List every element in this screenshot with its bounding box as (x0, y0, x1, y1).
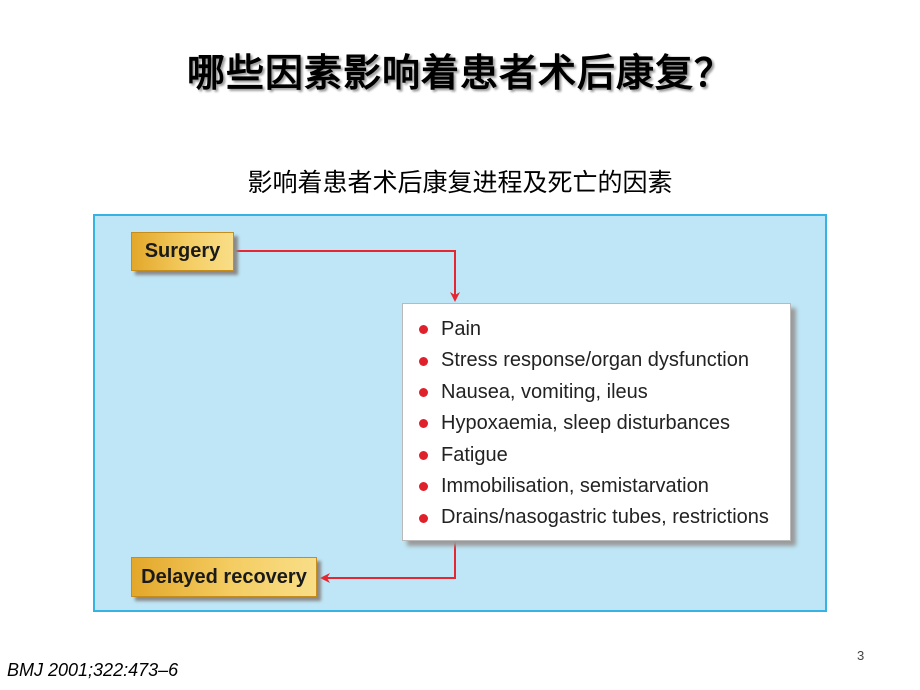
page-number: 3 (857, 648, 865, 663)
factor-item: Drains/nasogastric tubes, restrictions (419, 502, 790, 533)
factor-text: Pain (441, 318, 482, 340)
factors-list: Pain Stress response/organ dysfunction N… (419, 314, 790, 534)
bullet-icon (419, 513, 428, 523)
factor-text: Stress response/organ dysfunction (441, 349, 749, 372)
surgery-box: Surgery (131, 232, 234, 271)
surgery-to-factors-arrow (236, 250, 460, 302)
bullet-icon (419, 482, 428, 492)
diagram-subtitle: 影响着患者术后康复进程及死亡的因素 (247, 168, 673, 197)
factor-text: Drains/nasogastric tubes, restrictions (441, 506, 769, 529)
delayed-recovery-box: Delayed recovery (131, 557, 317, 597)
factor-text: Nausea, vomiting, ileus (441, 380, 648, 403)
bullet-icon (419, 325, 428, 335)
factor-item: Fatigue (419, 440, 790, 471)
factor-item: Nausea, vomiting, ileus (419, 377, 790, 408)
factor-item: Stress response/organ dysfunction (419, 345, 790, 376)
slide-title: 哪些因素影响着患者术后康复？ (186, 51, 733, 95)
bullet-icon (419, 419, 428, 429)
factor-item: Pain (419, 314, 790, 345)
factor-item: Hypoxaemia, sleep disturbances (419, 408, 790, 439)
factors-box: Pain Stress response/organ dysfunction N… (402, 303, 791, 541)
citation: BMJ 2001;322:473–6 (7, 660, 179, 680)
bullet-icon (419, 450, 428, 460)
bullet-icon (419, 356, 428, 366)
factor-text: Fatigue (441, 443, 508, 466)
factor-text: Hypoxaemia, sleep disturbances (441, 412, 731, 435)
factors-to-delayed-recovery-arrow (320, 541, 456, 583)
bullet-icon (419, 387, 428, 397)
factor-text: Immobilisation, semistarvation (441, 474, 709, 497)
factor-item: Immobilisation, semistarvation (419, 471, 790, 502)
